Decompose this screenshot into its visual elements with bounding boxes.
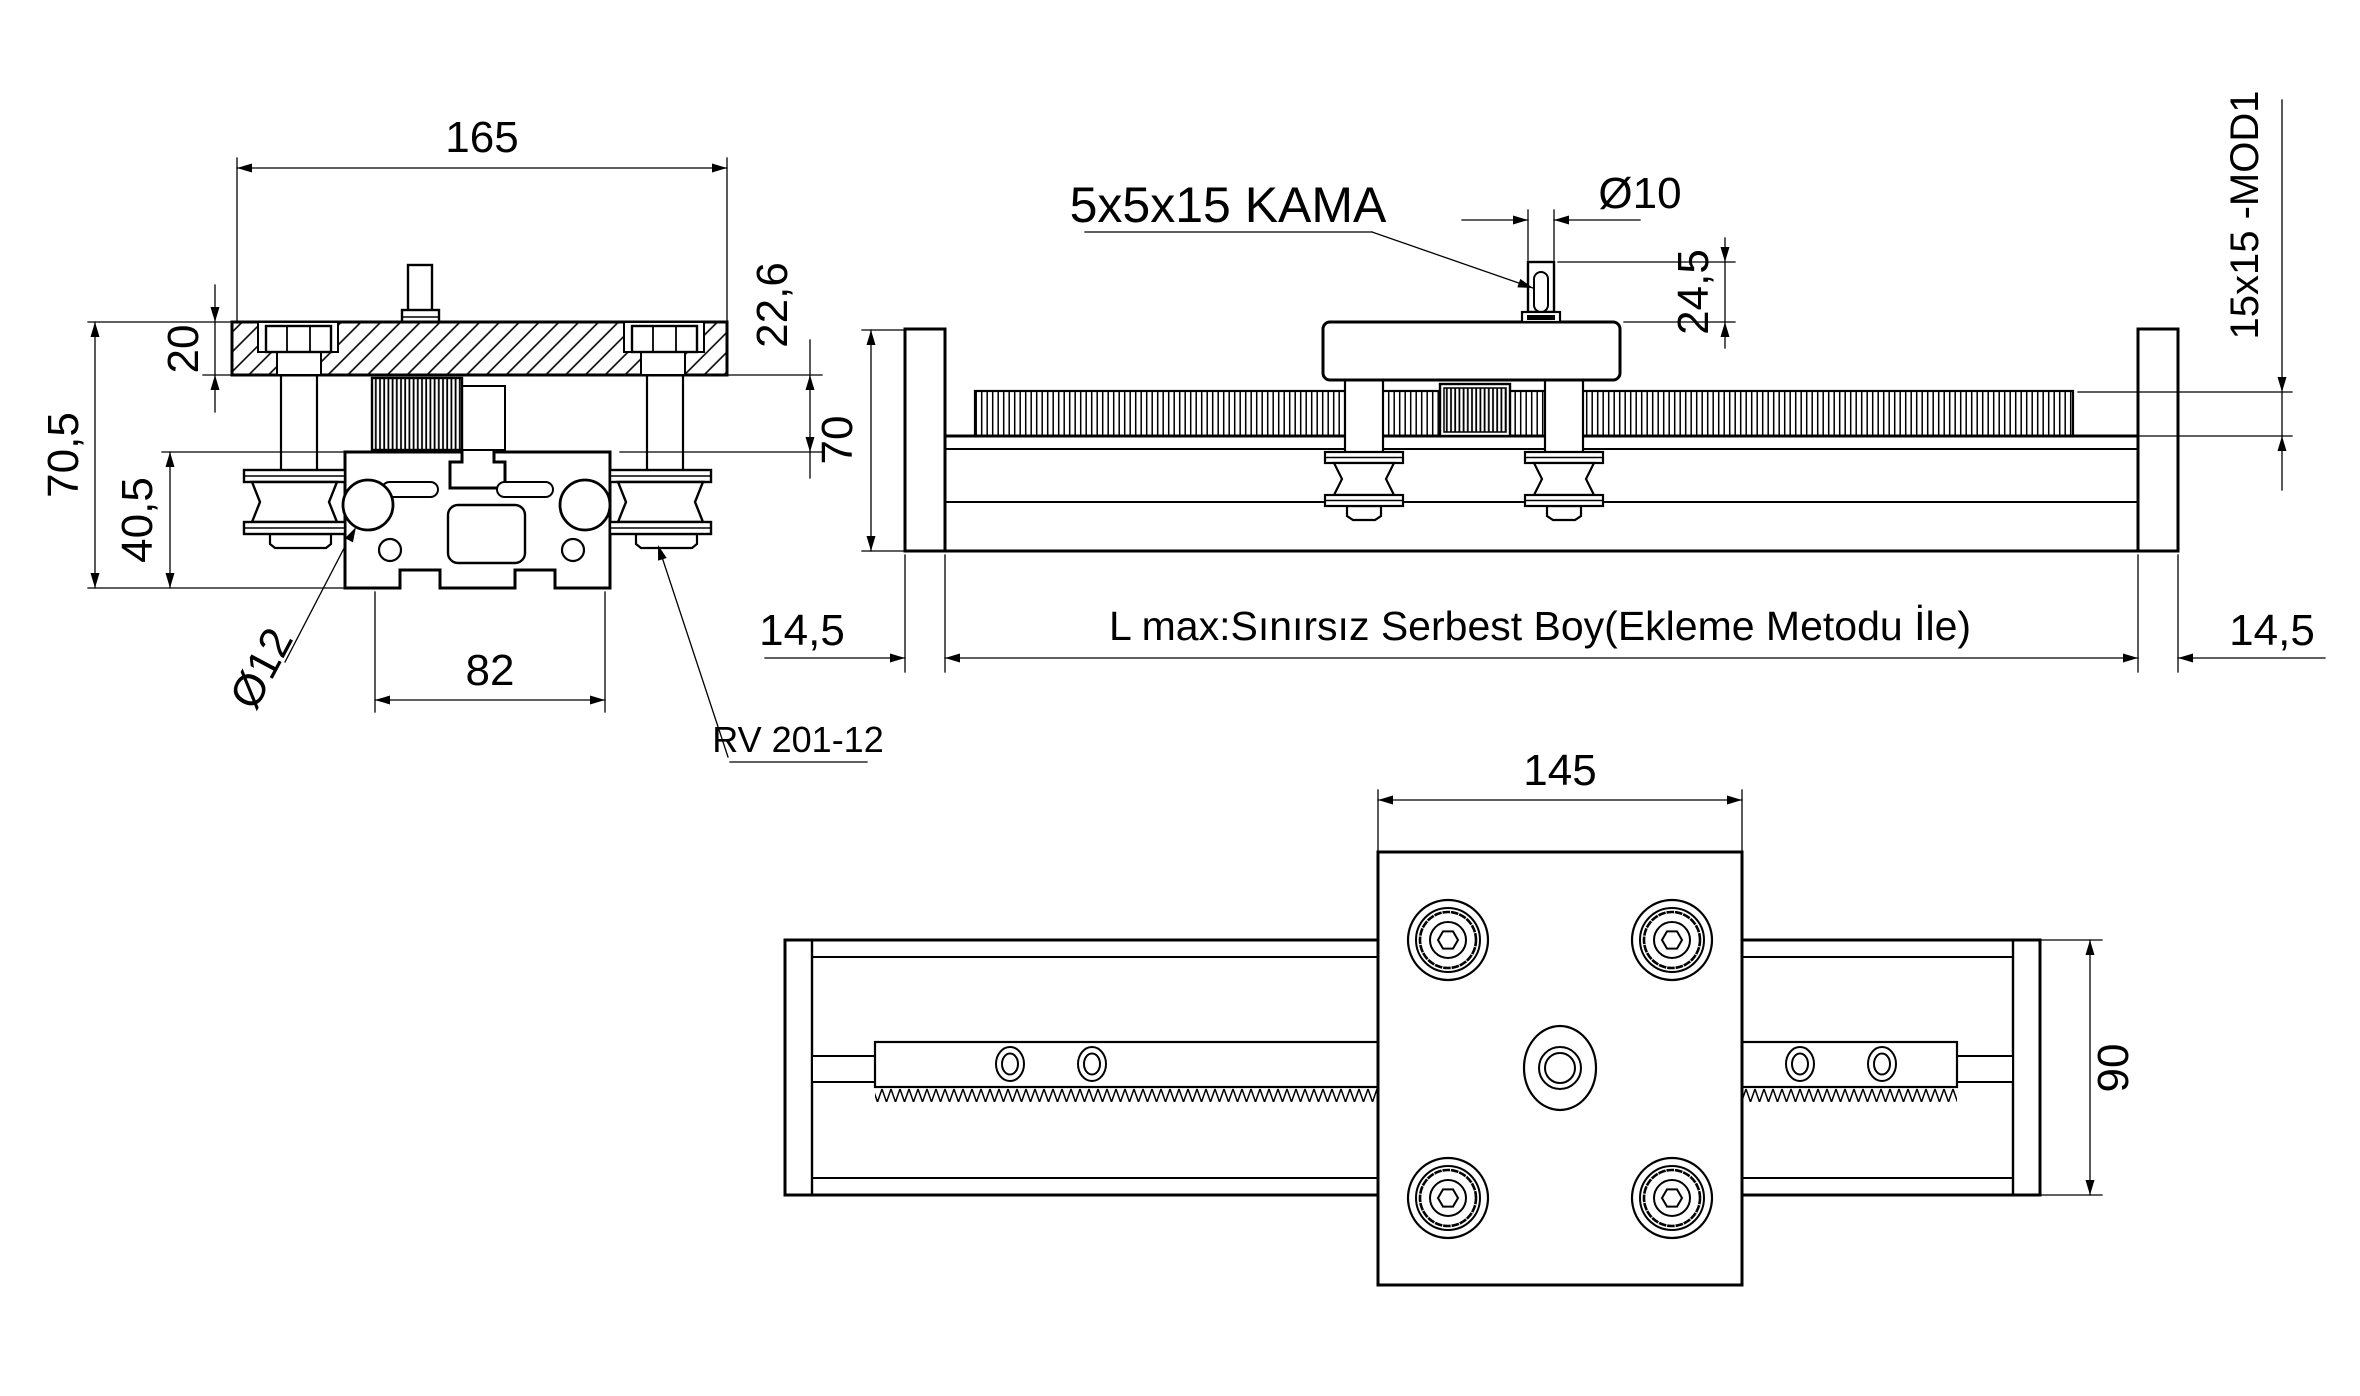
dim-165-label: 165	[445, 113, 518, 162]
dim-rack-spec	[2077, 99, 2293, 491]
rack-hole	[1867, 1046, 1897, 1082]
hex-nut-left	[264, 324, 333, 354]
dim-90-label: 90	[2089, 1044, 2138, 1093]
key-leader-line	[1371, 231, 1534, 289]
rack-teeth-left	[875, 1087, 1378, 1102]
profile-hole-right	[560, 537, 586, 563]
rv-leader-line	[657, 544, 729, 758]
dim-70-label: 70	[813, 416, 862, 465]
bearing-roller-bottom-left	[1406, 1156, 1490, 1240]
front-view: 165 20 70,5 40,5	[39, 113, 884, 763]
hex-nut-right	[630, 324, 699, 354]
rack-spec-label: 15x15 -MOD1	[2223, 91, 2267, 340]
rack-teeth-right	[1742, 1087, 1957, 1102]
rack-hole	[1785, 1046, 1815, 1082]
dim-145-label: 145	[1523, 746, 1596, 795]
dim-70-5-label: 70,5	[39, 412, 88, 498]
bolt-shanks	[279, 373, 685, 478]
profile-center-cavity	[446, 503, 527, 565]
bearing-roller-top-left	[1406, 898, 1490, 982]
free-length-label: L max:Sınırsız Serbest Boy(Ekleme Metodu…	[1109, 603, 1971, 649]
rack-connector-left	[811, 1055, 876, 1083]
rack-hole	[995, 1046, 1025, 1082]
rack-plan-right	[1740, 1040, 2014, 1102]
dim-70-5	[87, 321, 346, 589]
drive-shaft	[1520, 260, 1562, 324]
end-cap-left	[903, 327, 947, 553]
end-cap-right	[2136, 327, 2180, 553]
dim-82	[374, 591, 606, 713]
carriage-plate-side	[1321, 320, 1622, 382]
rack-hole	[1077, 1046, 1107, 1082]
dim-14-5-right-label: 14,5	[2229, 606, 2315, 655]
dim-165	[236, 157, 728, 323]
pinion-side-teeth	[1443, 387, 1507, 433]
top-stud	[400, 263, 441, 324]
carriage-leg-right	[1543, 378, 1585, 456]
key-slot	[1533, 271, 1549, 313]
mounting-plate	[230, 320, 729, 377]
dim-bottom-row	[764, 554, 2326, 673]
dim-dia10-label: Ø10	[1598, 169, 1681, 218]
dim-20-label: 20	[159, 325, 208, 374]
dim-22-6-label: 22,6	[748, 262, 797, 348]
rack	[973, 389, 2075, 438]
key-label: 5x5x15 KAMA	[1070, 177, 1387, 233]
profile-hole-left	[377, 537, 403, 563]
dim-22-6	[619, 339, 823, 479]
bearing-roller-top-right	[1630, 898, 1714, 982]
center-hole	[1522, 1024, 1598, 1112]
dim-20	[87, 284, 233, 413]
pinion-hub	[461, 385, 506, 451]
dim-90	[2041, 939, 2103, 1196]
rack-plan-left	[811, 1040, 1380, 1102]
profile-code-label: RV 201-12	[712, 719, 883, 760]
dim-82-label: 82	[466, 646, 515, 695]
round-shaft-left	[341, 478, 395, 532]
dim-24-5-label: 24,5	[1669, 249, 1718, 335]
pinion-gear	[370, 376, 464, 452]
profile-slot-right	[496, 481, 554, 498]
round-shaft-right	[558, 478, 612, 532]
top-view: 145 90	[783, 746, 2138, 1287]
side-view: 5x5x15 KAMA Ø10 24,5 15x15 -MOD1	[759, 91, 2326, 673]
dim-70	[861, 329, 906, 552]
rack-connector-right	[1956, 1055, 2014, 1083]
dim-40-5-label: 40,5	[113, 477, 162, 563]
dim-14-5-left-label: 14,5	[759, 606, 845, 655]
dim-40-5	[161, 451, 346, 589]
bearing-roller-bottom-right	[1630, 1156, 1714, 1240]
carriage-leg-left	[1343, 378, 1385, 456]
